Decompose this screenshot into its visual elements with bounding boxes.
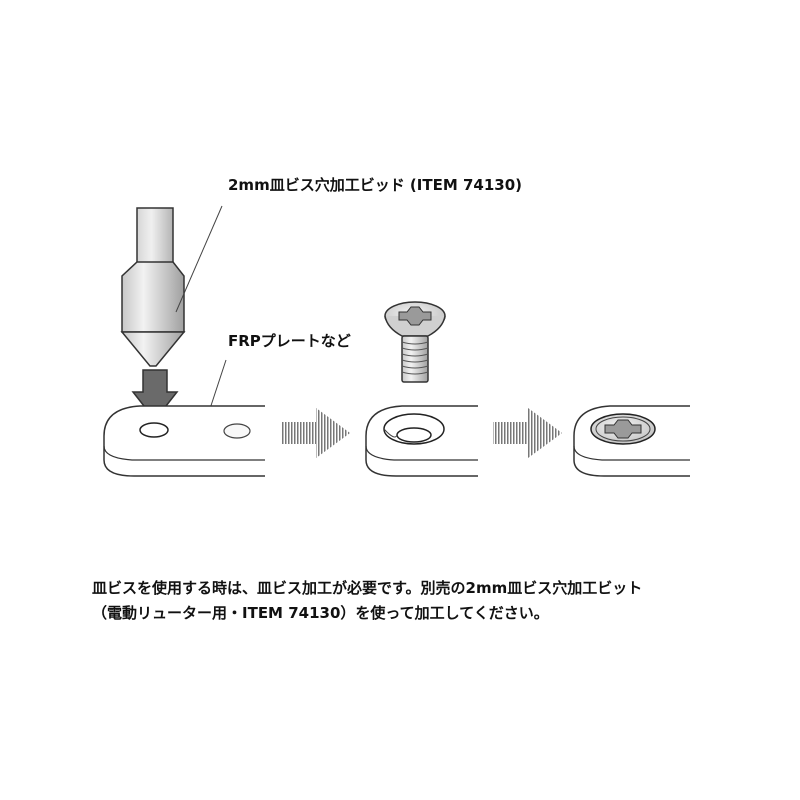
caption: 皿ビスを使用する時は、皿ビス加工が必要です。別売の2mm皿ビス穴加工ビット （電… [92, 576, 772, 626]
plate-countersunk [365, 405, 478, 477]
bit-leader-line [175, 205, 223, 313]
right-arrow-icon [493, 408, 562, 458]
phillips-cross-icon [398, 306, 432, 326]
countersunk-screw [384, 301, 446, 383]
drill-point-hole [139, 422, 169, 438]
bit-label: 2mm皿ビス穴加工ビッド (ITEM 74130) [228, 176, 523, 194]
drill-bit [120, 207, 186, 367]
caption-line-2: （電動リューター用・ITEM 74130）を使って加工してください。 [92, 604, 549, 622]
right-arrow-icon [281, 408, 350, 458]
bit-collar [121, 261, 185, 333]
plate-with-screw [573, 405, 690, 477]
plate-label: FRPプレートなど [228, 332, 351, 350]
plate-before [103, 405, 265, 477]
installed-screw-cross-icon [604, 419, 642, 439]
bit-tip [120, 331, 186, 367]
plain-hole [223, 423, 251, 439]
caption-line-1: 皿ビスを使用する時は、皿ビス加工が必要です。別売の2mm皿ビス穴加工ビット [92, 579, 643, 597]
